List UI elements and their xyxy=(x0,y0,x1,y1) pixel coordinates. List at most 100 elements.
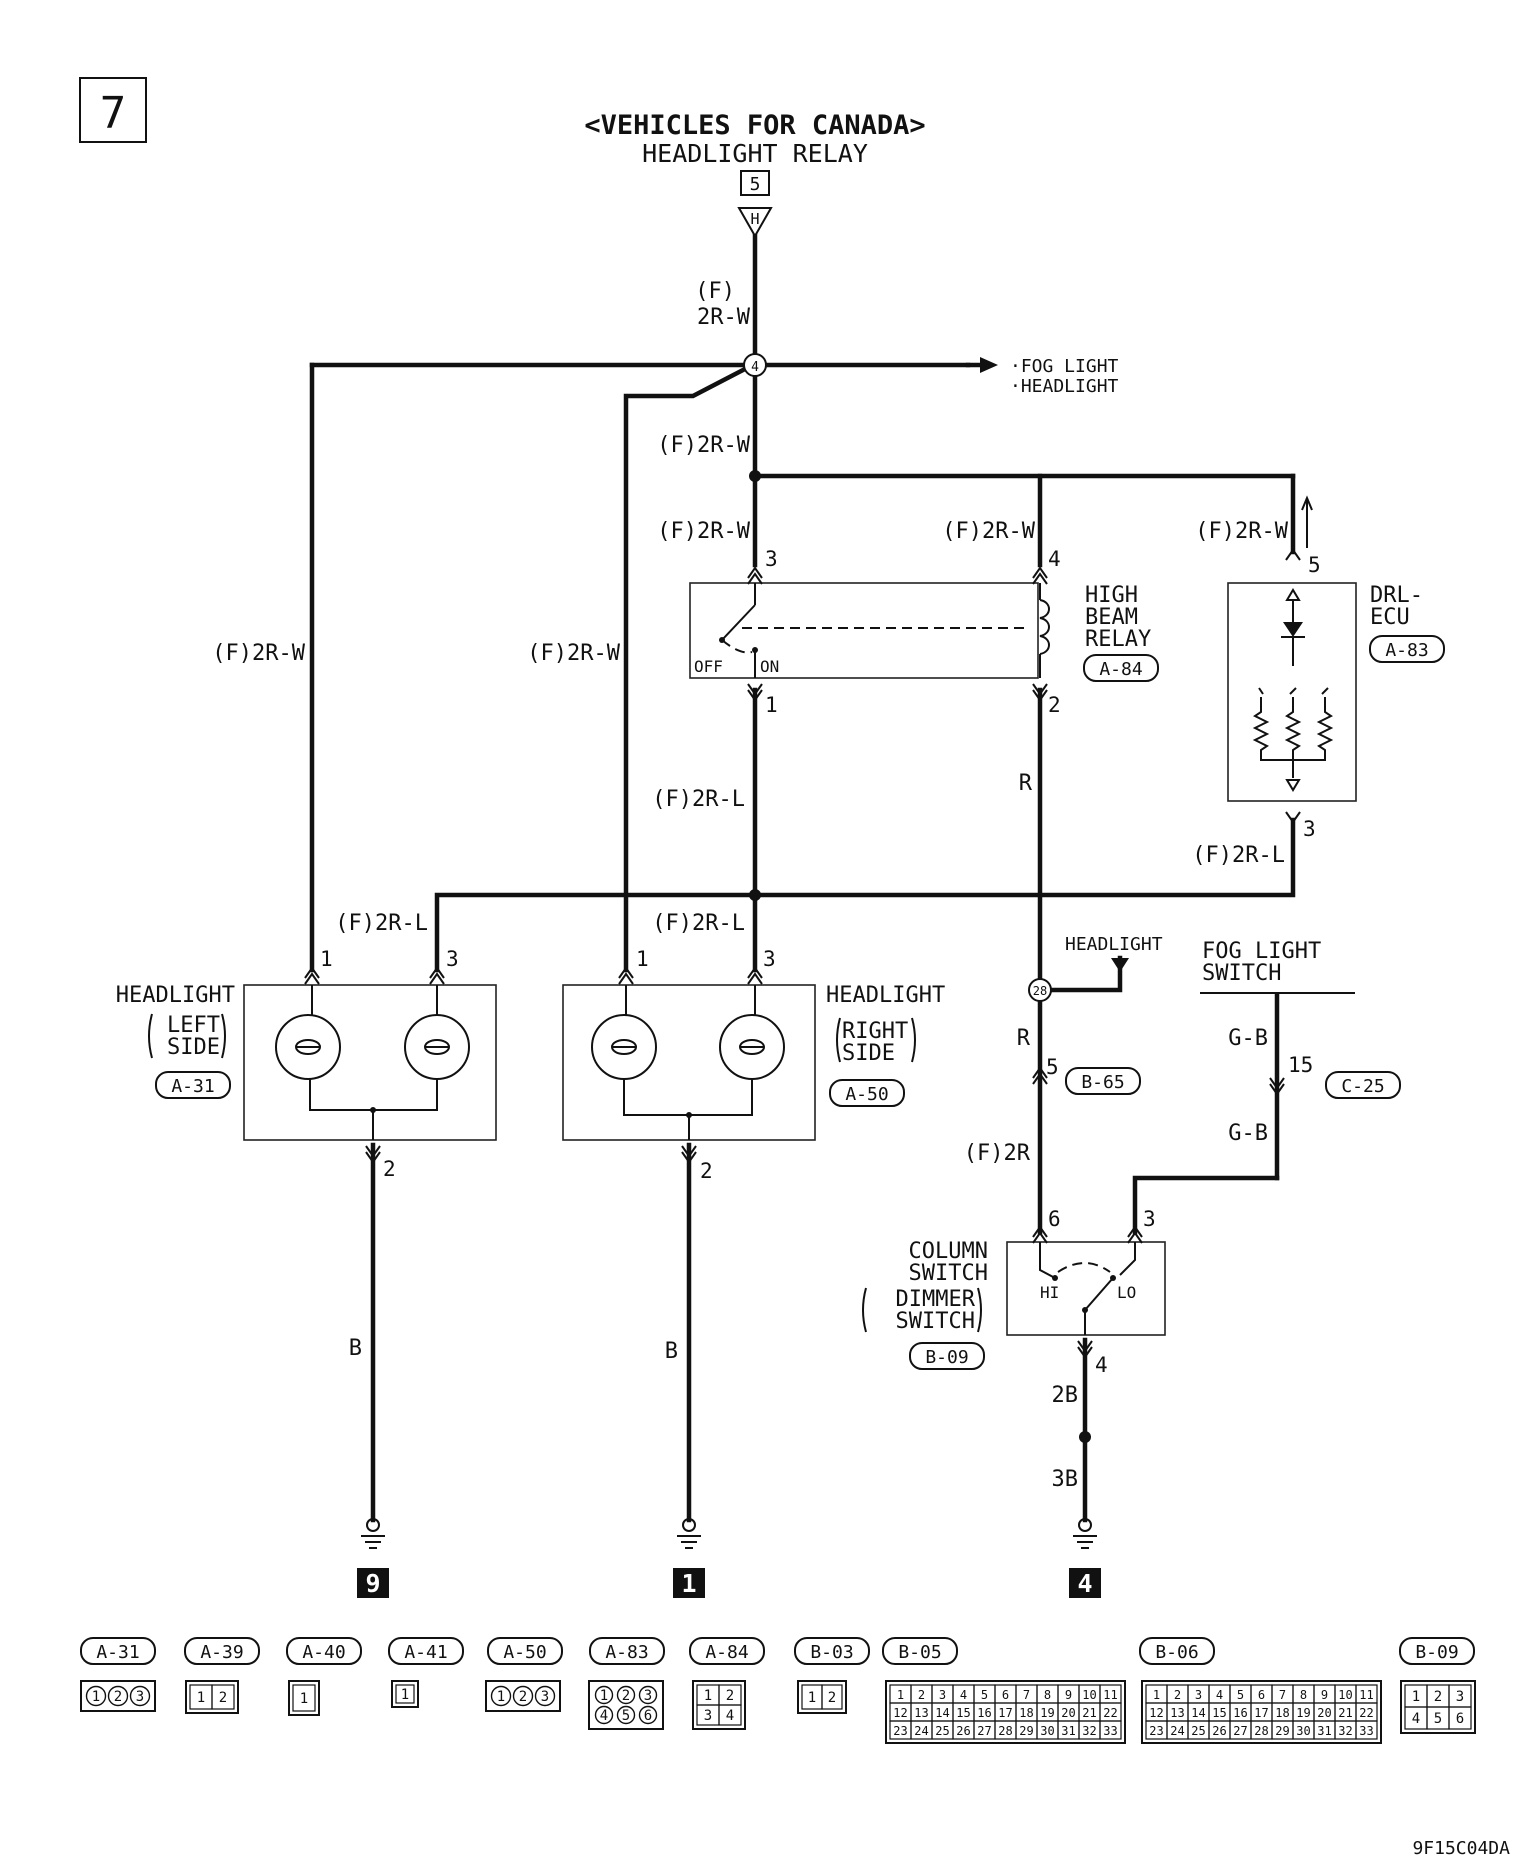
connector-pin: 27 xyxy=(977,1724,991,1738)
connector-cell xyxy=(490,1685,512,1707)
connector-pin: 3 xyxy=(704,1708,712,1724)
connector-pin: 1 xyxy=(1412,1689,1420,1705)
connector-cell xyxy=(129,1685,151,1707)
connector-cell xyxy=(594,1685,614,1705)
connector-body xyxy=(485,1680,561,1712)
drl-name-2: ECU xyxy=(1370,605,1410,630)
connector-pin: 2 xyxy=(918,1688,925,1702)
ground-icon xyxy=(1073,1518,1097,1549)
wire-label: (F) xyxy=(695,279,735,304)
connector-cell xyxy=(821,1684,843,1710)
b65-pin: 5 xyxy=(1046,1055,1059,1079)
connector-pin: 3 xyxy=(136,1689,144,1705)
column-switch-code-badge xyxy=(909,1342,985,1370)
connector-pin: 31 xyxy=(1317,1724,1331,1738)
connector-pin: 1 xyxy=(600,1688,608,1704)
high-beam-relay xyxy=(689,566,1050,702)
connector-pin: 2 xyxy=(114,1689,122,1705)
ground-icon xyxy=(361,1518,385,1549)
connector-pin: 19 xyxy=(1296,1706,1310,1720)
relay-name-2: BEAM xyxy=(1085,605,1138,630)
connector-pin: 32 xyxy=(1082,1724,1096,1738)
connector-pin: 23 xyxy=(1149,1724,1163,1738)
connector-pin: 2 xyxy=(828,1690,836,1706)
connector-pin: 26 xyxy=(1212,1724,1226,1738)
relay-pin-1: 1 xyxy=(765,693,778,717)
column-switch xyxy=(1006,1225,1166,1359)
headlight-right-pin-2: 2 xyxy=(700,1159,713,1183)
connector-cell xyxy=(211,1684,235,1710)
drl-code-badge xyxy=(1369,635,1445,663)
source-ref-box xyxy=(740,170,770,196)
connector-pin: 1 xyxy=(704,1688,712,1704)
connector-pin: 12 xyxy=(1149,1706,1163,1720)
paren-decoration xyxy=(148,1013,226,1059)
connector-pin: 28 xyxy=(998,1724,1012,1738)
connector-code: A-84 xyxy=(705,1642,748,1663)
connector-pin: 10 xyxy=(1338,1688,1352,1702)
connector-cell xyxy=(534,1685,556,1707)
wire-label: (F)2R-W xyxy=(942,519,1035,544)
relay-code-badge xyxy=(1083,654,1159,682)
connector-pin: 13 xyxy=(914,1706,928,1720)
wire-label: 2R-W xyxy=(697,305,751,330)
connector-pin: 2 xyxy=(519,1689,527,1705)
junction-4-label: 4 xyxy=(751,360,759,375)
ground-label-box xyxy=(673,1568,705,1598)
connector-pin: 1 xyxy=(401,1687,409,1703)
connector-pin: 5 xyxy=(1237,1688,1244,1702)
wire-label: B xyxy=(349,1336,362,1361)
drl-name-1: DRL- xyxy=(1370,583,1423,608)
connector-pin: 8 xyxy=(1300,1688,1307,1702)
headlight-right-pin-1: 1 xyxy=(636,947,649,971)
connector-pin: 19 xyxy=(1040,1706,1054,1720)
connector-body xyxy=(1141,1680,1382,1744)
connector-pin: 25 xyxy=(935,1724,949,1738)
connector-pin: 17 xyxy=(998,1706,1012,1720)
connector-pin: 1 xyxy=(92,1689,100,1705)
connector-pin: 2 xyxy=(219,1690,227,1706)
connector-pin: 1 xyxy=(1153,1688,1160,1702)
arrow-target-fog: ·FOG LIGHT xyxy=(1010,356,1119,377)
connector-pin: 5 xyxy=(622,1708,630,1724)
connector-pin: 11 xyxy=(1359,1688,1373,1702)
wire-label: (F)2R-W xyxy=(1195,519,1288,544)
connector-pin: 17 xyxy=(1254,1706,1268,1720)
connector-pin: 2 xyxy=(726,1688,734,1704)
connector-pin: 25 xyxy=(1191,1724,1205,1738)
connector-pin: 21 xyxy=(1082,1706,1096,1720)
connector-pin: 20 xyxy=(1061,1706,1075,1720)
relay-on-label: ON xyxy=(760,657,779,676)
connector-pin: 3 xyxy=(939,1688,946,1702)
headlight-right-pin-3: 3 xyxy=(763,947,776,971)
b65-pin-marker xyxy=(1032,1066,1048,1085)
wire-label: (F)2R-L xyxy=(1192,843,1285,868)
column-switch-name-4: SWITCH xyxy=(896,1309,975,1334)
connector-code: A-50 xyxy=(503,1642,546,1663)
connector-code-badge xyxy=(388,1637,464,1665)
connector-pin: 6 xyxy=(1456,1711,1464,1727)
wire-label: (F)2R-L xyxy=(652,911,745,936)
headlight-left-pin-2: 2 xyxy=(383,1157,396,1181)
connector-body xyxy=(391,1680,419,1708)
junction-28 xyxy=(1028,978,1052,1002)
fog-switch-code: C-25 xyxy=(1341,1076,1384,1097)
fog-switch-name-1: FOG LIGHT xyxy=(1202,939,1321,964)
connector-cell xyxy=(395,1684,415,1704)
connector-code: B-06 xyxy=(1155,1642,1198,1663)
wire-label: (F)2R-W xyxy=(212,641,305,666)
connector-code-badge xyxy=(487,1637,563,1665)
drl-code: A-83 xyxy=(1385,640,1428,661)
connector-pin: 26 xyxy=(956,1724,970,1738)
connector-pin: 32 xyxy=(1338,1724,1352,1738)
column-switch-pin-3: 3 xyxy=(1143,1207,1156,1231)
connector-cell xyxy=(594,1705,614,1725)
fog-pin-marker xyxy=(1269,1077,1285,1096)
ground-label: 9 xyxy=(365,1569,380,1598)
ground-label: 4 xyxy=(1077,1569,1092,1598)
connector-cell xyxy=(1355,1720,1378,1740)
connector-pin: 16 xyxy=(1233,1706,1247,1720)
headlight-left-code: A-31 xyxy=(171,1076,214,1097)
wire-label: G-B xyxy=(1228,1121,1268,1146)
drl-pin-5: 5 xyxy=(1308,553,1321,577)
